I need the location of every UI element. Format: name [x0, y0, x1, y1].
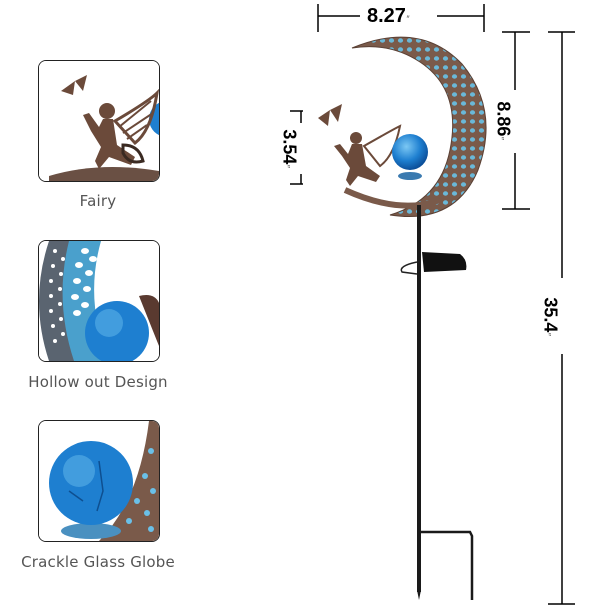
fairy-icon [39, 61, 159, 181]
hollow-pattern-icon [39, 241, 159, 361]
fairy-height-dimension: 3.54″ [279, 129, 300, 168]
fairy-thumbnail [38, 60, 160, 182]
glass-globe-icon [39, 421, 159, 541]
glass-globe-thumbnail [38, 420, 160, 542]
feature-caption-hollow: Hollow out Design [28, 373, 168, 391]
total-height-dimension: 35.4″ [540, 297, 561, 336]
hollow-design-thumbnail [38, 240, 160, 362]
feature-caption-globe: Crackle Glass Globe [21, 553, 175, 571]
moon-height-dimension: 8.86″ [493, 101, 514, 140]
moon-width-dimension: 8.27″ [367, 5, 410, 27]
feature-caption-fairy: Fairy [79, 192, 117, 210]
